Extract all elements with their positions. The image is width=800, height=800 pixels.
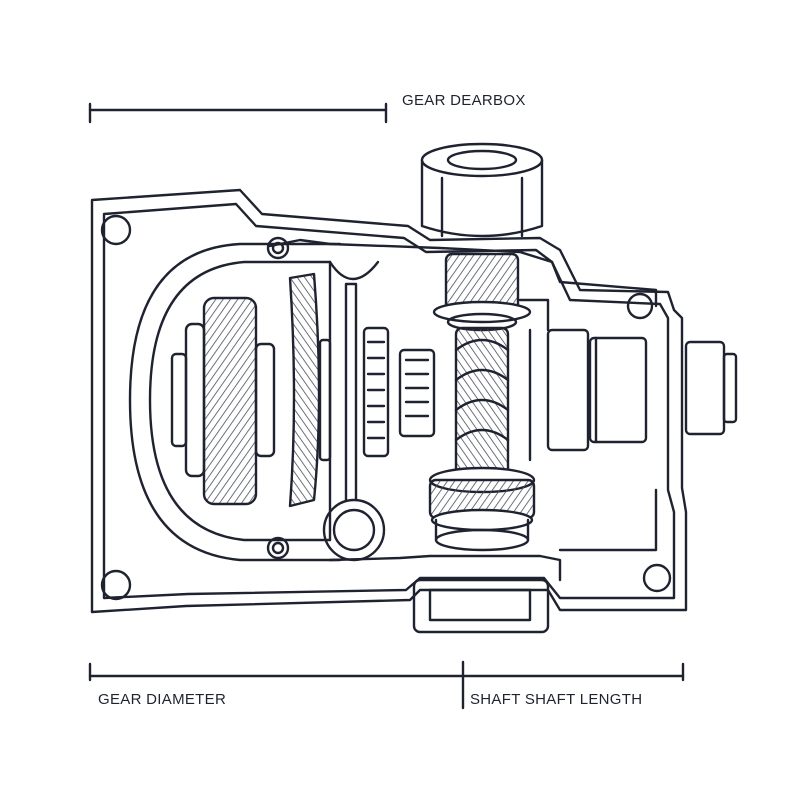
- mount-hole-bottom-right: [642, 563, 672, 593]
- shaft-length-label: SHAFT SHAFT LENGTH: [470, 691, 643, 708]
- right-bearing-ring: [588, 336, 648, 444]
- port-bottom: [266, 536, 290, 560]
- left-chamber-outer: [128, 242, 342, 562]
- large-gear: [170, 296, 276, 506]
- worm-shaft: [432, 252, 532, 480]
- bearing-lower: [322, 498, 386, 562]
- port-top: [266, 236, 290, 260]
- gear-diameter-label: GEAR DIAMETER: [98, 691, 227, 708]
- bottom-dimension-line: [88, 660, 685, 710]
- right-bearing: [546, 328, 590, 452]
- worm-gear: [428, 466, 536, 552]
- port-bottom-inner: [271, 541, 285, 555]
- right-collar-bracket: [518, 298, 550, 462]
- mount-hole-top-right: [626, 292, 654, 320]
- mount-hole-top-left: [100, 214, 132, 246]
- top-cap: [420, 142, 544, 238]
- pinion-gear: [398, 348, 436, 438]
- diagram-title: GEAR DEARBOX: [402, 92, 526, 109]
- bottom-boss: [412, 578, 550, 634]
- housing-inner-rim: [102, 202, 676, 600]
- mount-hole-bottom-left: [100, 569, 132, 601]
- spur-gear: [362, 326, 390, 458]
- output-shaft: [684, 340, 738, 436]
- second-gear: [288, 272, 332, 508]
- inner-cavity-bottom: [328, 488, 658, 582]
- bearing-lower-inner: [332, 508, 376, 552]
- center-divider: [328, 260, 358, 542]
- left-chamber-inner: [148, 260, 332, 542]
- title-dimension-line: [88, 102, 388, 124]
- port-top-inner: [271, 241, 285, 255]
- top-center-lobe: [328, 260, 380, 280]
- inner-cavity-top: [268, 238, 658, 308]
